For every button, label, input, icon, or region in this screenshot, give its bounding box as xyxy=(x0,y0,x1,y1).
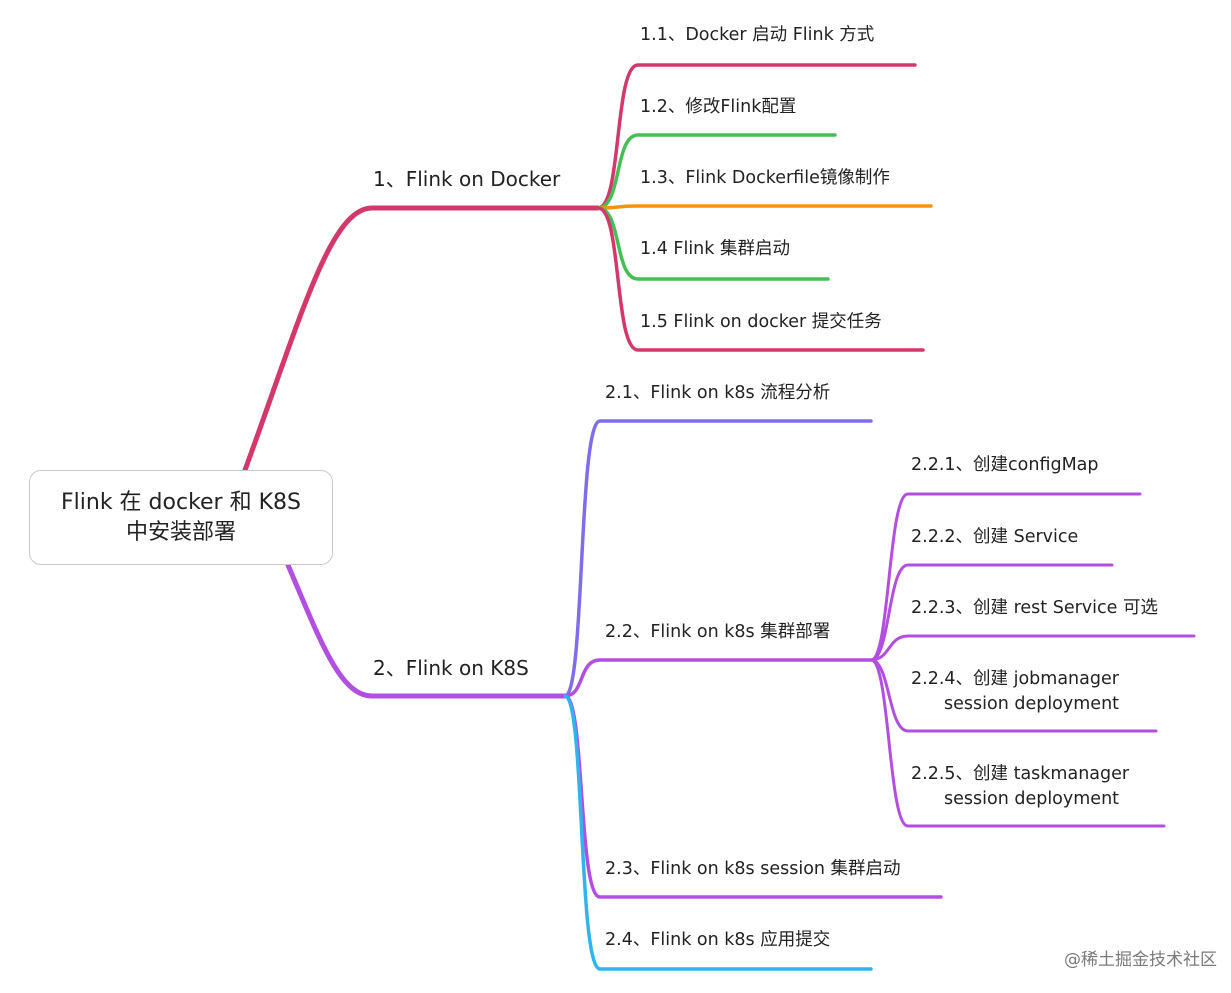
topic-2-2-4[interactable]: 2.2.4、创建 jobmanager session deployment xyxy=(911,667,1119,717)
watermark: @稀土掘金技术社区 xyxy=(1064,950,1217,970)
connector-topic-2-2-3 xyxy=(869,634,1196,662)
topic-2-2[interactable]: 2.2、Flink on k8s 集群部署 xyxy=(605,622,831,642)
branch-flink-on-k8s[interactable]: 2、Flink on K8S xyxy=(373,656,529,680)
topic-2-1[interactable]: 2.1、Flink on k8s 流程分析 xyxy=(605,383,831,403)
connector-topic-1-5 xyxy=(596,206,925,352)
connector-topic-2-1 xyxy=(563,419,873,698)
topic-2-2-1[interactable]: 2.2.1、创建configMap xyxy=(911,455,1099,475)
branch-flink-on-docker[interactable]: 1、Flink on Docker xyxy=(373,167,561,191)
topic-1-2[interactable]: 1.2、修改Flink配置 xyxy=(640,97,797,117)
topic-2-2-3[interactable]: 2.2.3、创建 rest Service 可选 xyxy=(911,598,1158,618)
topic-2-2-4-line2: session deployment xyxy=(944,694,1120,714)
connector-topic-2-2-4 xyxy=(869,658,1158,733)
topic-1-3[interactable]: 1.3、Flink Dockerfile镜像制作 xyxy=(640,168,890,188)
connector-topic-2-2-2 xyxy=(869,563,1114,662)
topic-2-2-5-line1: 2.2.5、创建 taskmanager xyxy=(911,764,1130,784)
topic-1-5[interactable]: 1.5 Flink on docker 提交任务 xyxy=(640,312,882,332)
connector-topic-2-4 xyxy=(563,694,873,971)
topic-2-2-4-line1: 2.2.4、创建 jobmanager xyxy=(911,669,1119,689)
connector-topic-2-2-1 xyxy=(869,492,1142,662)
connector-topic-2-2 xyxy=(563,658,873,698)
root-node[interactable]: Flink 在 docker 和 K8S 中安装部署 xyxy=(29,470,333,565)
root-title-line2: 中安装部署 xyxy=(125,519,236,545)
connector-topic-1-1 xyxy=(596,63,917,210)
topic-1-1[interactable]: 1.1、Docker 启动 Flink 方式 xyxy=(640,25,875,45)
topic-2-2-5[interactable]: 2.2.5、创建 taskmanager session deployment xyxy=(911,762,1129,812)
connector-topic-1-2 xyxy=(596,133,837,210)
topic-1-4[interactable]: 1.4 Flink 集群启动 xyxy=(640,239,790,259)
topic-2-4[interactable]: 2.4、Flink on k8s 应用提交 xyxy=(605,930,831,950)
connector-topic-1-3 xyxy=(596,204,933,210)
connector-k8s xyxy=(285,562,568,699)
topic-2-3[interactable]: 2.3、Flink on k8s session 集群启动 xyxy=(605,859,901,879)
root-title-line1: Flink 在 docker 和 K8S xyxy=(61,489,301,515)
topic-2-2-2[interactable]: 2.2.2、创建 Service xyxy=(911,527,1079,547)
topic-2-2-5-line2: session deployment xyxy=(944,789,1120,809)
connector-docker xyxy=(242,205,601,473)
connector-topic-2-2-5 xyxy=(869,658,1166,828)
